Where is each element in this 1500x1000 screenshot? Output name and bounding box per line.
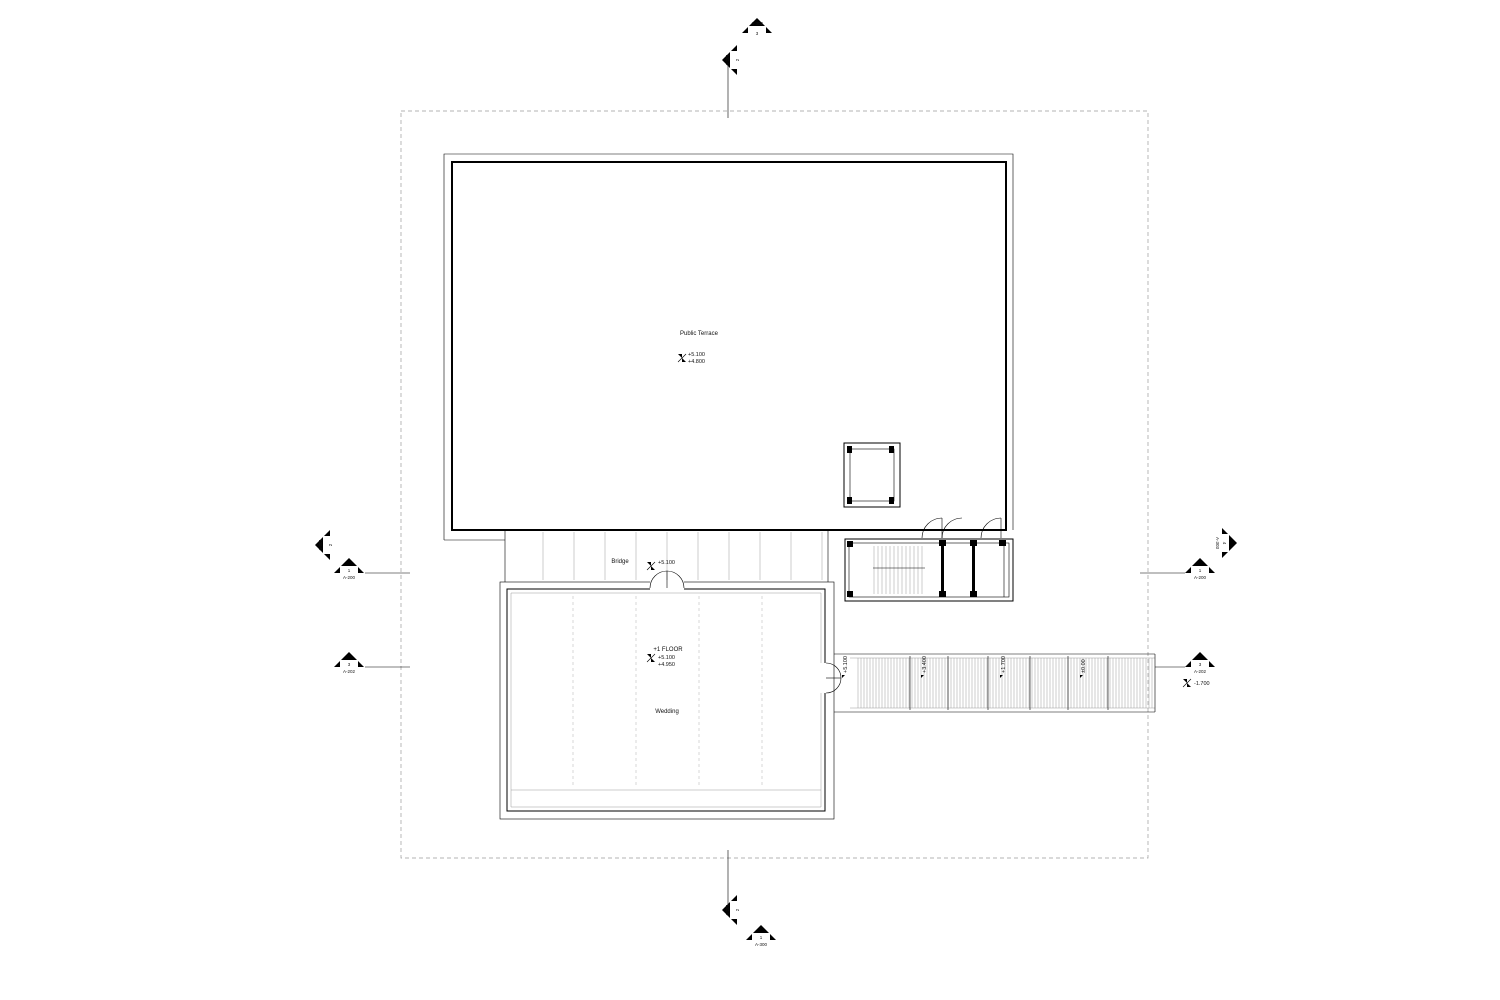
section-marker-a201-top: A-201 2 — [722, 45, 742, 75]
svg-text:4: 4 — [1222, 542, 1227, 545]
ramp-level-4: ±0.00 — [1080, 659, 1087, 678]
ramp-level-3: +1.700 — [1000, 656, 1007, 678]
section-marker-a200-right: 1 A-200 — [1185, 558, 1215, 580]
room-label-wedding: Wedding — [655, 709, 679, 715]
svg-text:2: 2 — [328, 543, 333, 546]
room-label-public-terrace: Public Terrace — [680, 331, 719, 337]
stair-core — [844, 538, 1014, 602]
svg-text:A-300: A-300 — [755, 942, 768, 947]
section-marker-a301: A-301 2 — [315, 530, 335, 560]
section-marker-a200-left: 1 A-200 — [334, 558, 364, 580]
level-marker-exterior: -1.700 — [1182, 678, 1210, 688]
site-boundary — [400, 110, 1149, 859]
svg-text:A-200: A-200 — [1194, 575, 1207, 580]
bridge-area — [504, 530, 829, 582]
svg-text:3: 3 — [348, 662, 351, 667]
level-floor-bottom: +4.950 — [658, 662, 675, 668]
svg-text:A-301: A-301 — [318, 539, 323, 552]
level-terrace-top: +5.100 — [688, 352, 705, 358]
core-doors — [921, 517, 1002, 539]
lift-shaft — [843, 442, 901, 508]
svg-text:A-202: A-202 — [1194, 669, 1207, 674]
ramp-level-1: +5.100 — [842, 656, 849, 678]
section-marker-a201-bottom: A-201 2 — [722, 895, 742, 925]
section-marker-a202-right: 3 A-202 — [1185, 652, 1215, 674]
section-marker-a303: 4 A-303 — [1215, 528, 1237, 558]
svg-text:A-303: A-303 — [1215, 537, 1220, 550]
wedding-hall — [499, 570, 842, 820]
public-terrace-area — [443, 153, 1014, 541]
svg-text:±0.00: ±0.00 — [1081, 659, 1087, 673]
svg-text:1: 1 — [760, 935, 763, 940]
ramp — [834, 653, 1156, 713]
svg-text:A-201: A-201 — [725, 54, 730, 67]
room-label-bridge: Bridge — [611, 559, 629, 565]
svg-text:1: 1 — [1199, 568, 1202, 573]
level-marker-terrace: +5.100 +4.800 — [677, 352, 705, 365]
svg-text:A-302: A-302 — [751, 21, 764, 26]
level-terrace-bottom: +4.800 — [688, 359, 705, 365]
svg-text:+3.400: +3.400 — [922, 656, 928, 673]
svg-text:+5.100: +5.100 — [843, 656, 849, 673]
section-marker-a202-left: 3 A-202 — [334, 652, 364, 674]
section-marker-a300: 1 A-300 — [746, 925, 776, 947]
level-floor-top: +5.100 — [658, 655, 675, 661]
svg-text:3: 3 — [1199, 662, 1202, 667]
section-marker-a302: A-302 3 — [742, 18, 772, 38]
svg-text:A-202: A-202 — [343, 669, 356, 674]
level-exterior: -1.700 — [1194, 681, 1210, 687]
level-marker-floor: +5.100 +4.950 — [646, 653, 675, 668]
svg-text:A-201: A-201 — [725, 904, 730, 917]
level-marker-bridge: +5.100 — [646, 560, 675, 571]
level-bridge: +5.100 — [658, 560, 675, 566]
svg-text:3: 3 — [756, 31, 759, 36]
svg-text:1: 1 — [348, 568, 351, 573]
ramp-level-2: +3.400 — [921, 656, 928, 678]
svg-text:2: 2 — [735, 58, 740, 61]
section-lines — [365, 60, 1185, 905]
svg-text:2: 2 — [735, 908, 740, 911]
svg-text:A-200: A-200 — [343, 575, 356, 580]
floor-name-label: +1 FLOOR — [653, 647, 683, 653]
svg-text:+1.700: +1.700 — [1001, 656, 1007, 673]
